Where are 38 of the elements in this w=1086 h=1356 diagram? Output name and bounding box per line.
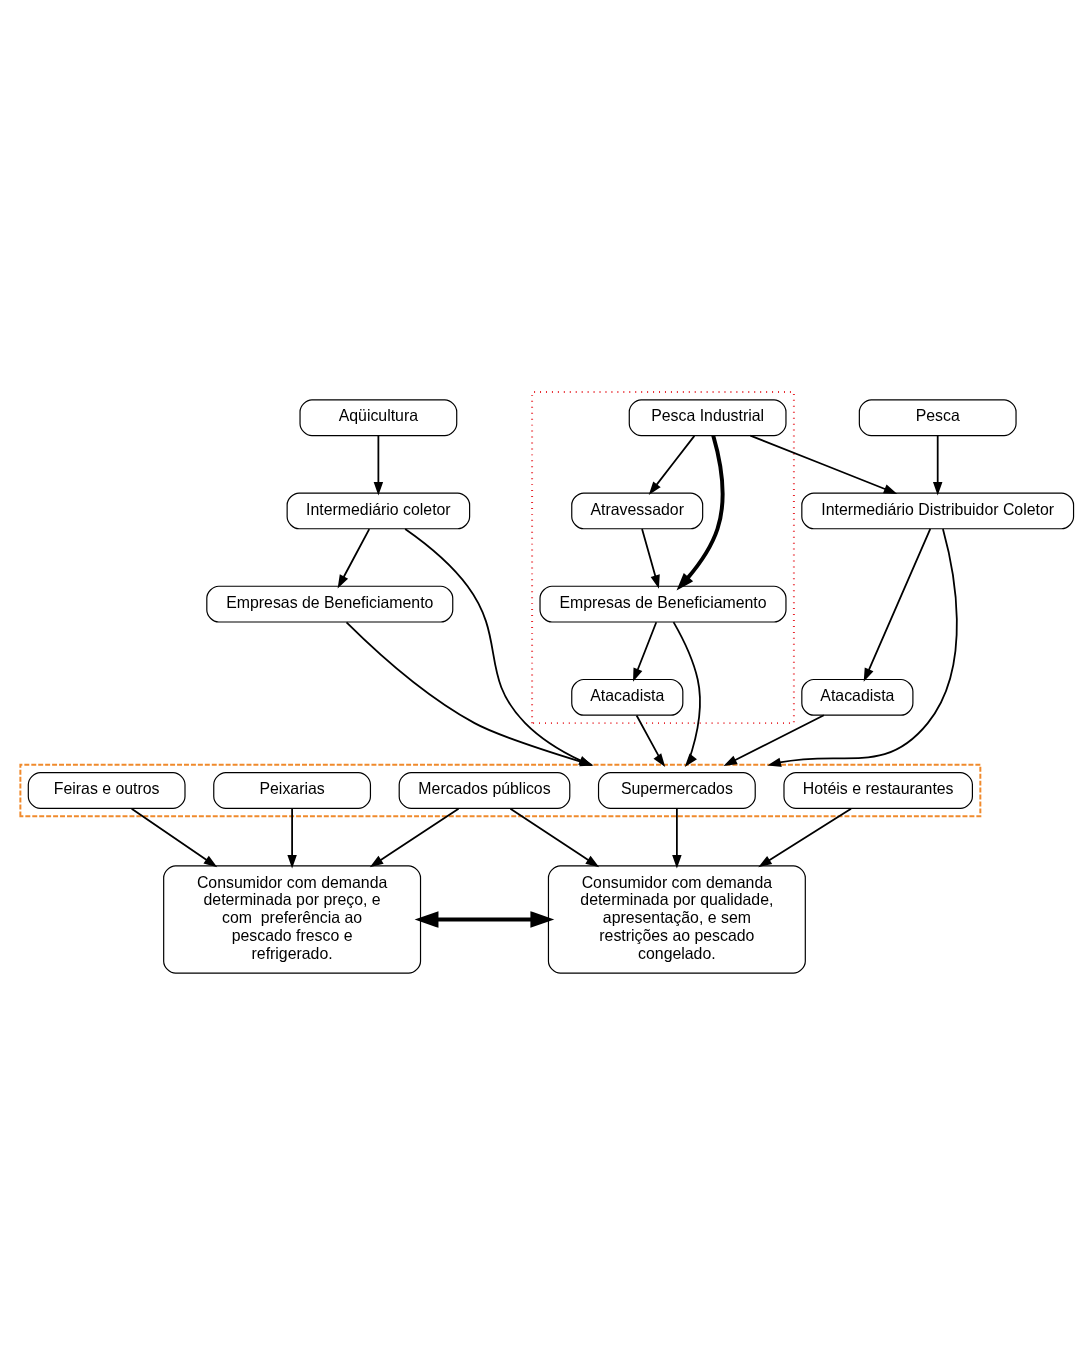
- node-box: Empresas de Beneficiamento: [206, 585, 454, 623]
- arrow: [672, 620, 701, 767]
- arrow: [767, 527, 958, 767]
- node-box: Hotéis e restaurantes: [783, 771, 973, 809]
- node-box: Atacadista: [801, 678, 914, 716]
- arrow: [723, 713, 825, 766]
- node-box: Consumidor com demanda determinada por preço, e com preferência ao pescado fresco e refrigerado.: [163, 864, 422, 974]
- arrow: [863, 527, 932, 682]
- arrow: [337, 527, 371, 588]
- arrow: [672, 807, 682, 868]
- node-box: Aqüicultura: [299, 398, 458, 436]
- node-box: Atravessador: [571, 491, 704, 529]
- node-box: Empresas de Beneficiamento: [539, 585, 787, 623]
- arrow: [758, 807, 852, 867]
- arrow: [635, 714, 666, 767]
- node-box: Peixarias: [213, 771, 372, 809]
- cluster: [531, 390, 795, 724]
- arrow: [369, 807, 460, 867]
- arrow: [749, 434, 898, 494]
- node-box: Feiras e outros: [27, 771, 186, 809]
- node-box: Intermediário coletor: [286, 491, 471, 529]
- arrow: [648, 434, 696, 495]
- node-box: Pesca Industrial: [628, 398, 787, 436]
- arrow: [641, 527, 660, 589]
- node-box: Supermercados: [597, 771, 756, 809]
- arrow: [287, 807, 297, 868]
- cluster: [19, 763, 982, 817]
- node-box: Consumidor com demanda determinada por qualidade, apresentação, e sem restrições ao pescado congelado.: [547, 864, 806, 974]
- node-box: Mercados públicos: [398, 771, 571, 809]
- arrow: [932, 434, 943, 496]
- arrow: [373, 434, 384, 496]
- node-box: Atacadista: [571, 678, 684, 716]
- node-box: Pesca: [858, 398, 1017, 436]
- arrow: [130, 807, 218, 867]
- node-box: Intermediário Distribuidor Coletor: [801, 491, 1075, 529]
- arrow: [676, 434, 725, 590]
- arrow: [633, 620, 658, 682]
- arrow: [414, 910, 555, 928]
